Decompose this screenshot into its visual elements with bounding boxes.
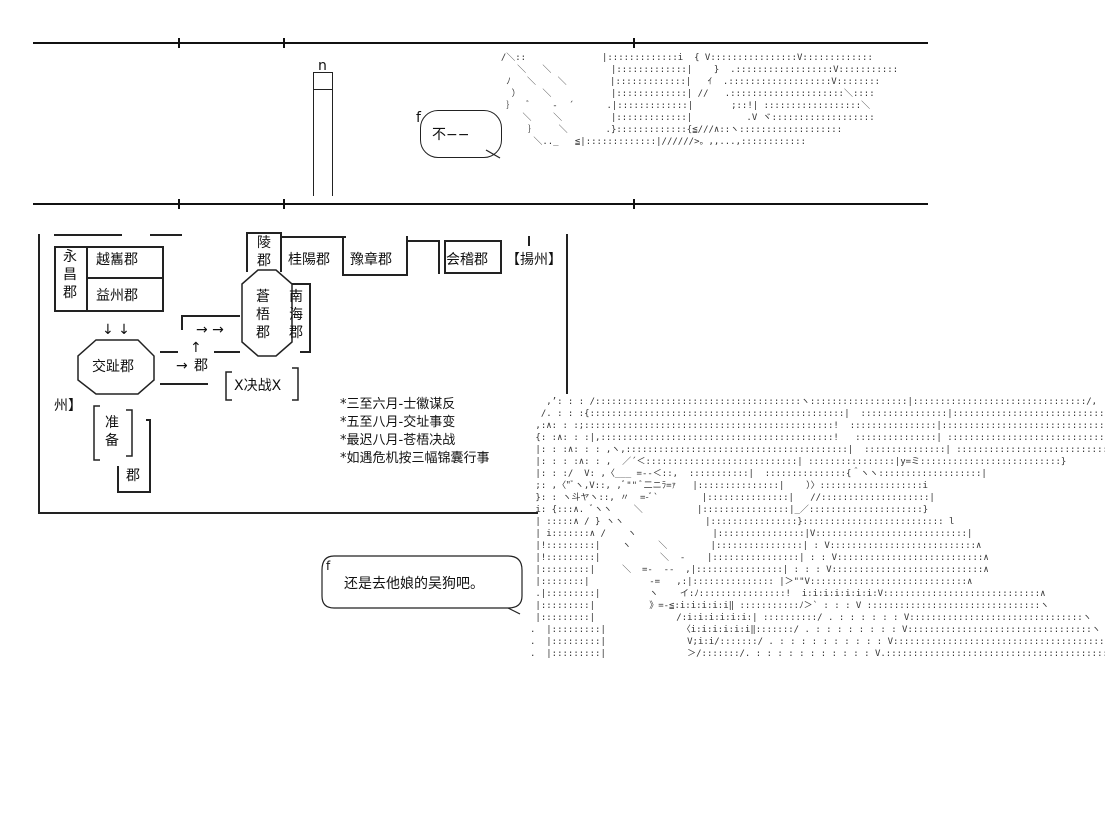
ling-label: 陵 郡	[257, 235, 271, 269]
bottom-bubble-prefix: f	[326, 559, 331, 573]
jiaozhi-label: 交趾郡	[92, 359, 134, 375]
map-right-border	[566, 234, 568, 394]
guiyang-label: 桂陽郡	[288, 252, 330, 268]
arrow-down-pair: ↓ ↓	[102, 322, 130, 338]
plan-notes: *三至六月-士徽谋反 *五至八月-交址事变 *最迟八月-苍梧决战 *如遇危机按三…	[340, 396, 490, 468]
top-speech-text: 不−−	[432, 127, 470, 143]
middle-divider-line	[33, 199, 928, 209]
yuesui-divider	[86, 277, 164, 279]
ling-block	[246, 232, 280, 272]
note-item: *最迟八月-苍梧决战	[340, 433, 456, 448]
kuaiji-block	[444, 240, 502, 274]
bottom-speech-text: 还是去他娘的吴狗吧。	[344, 576, 484, 592]
arrow-right: →	[176, 358, 188, 374]
note-item: *如遇危机按三幅锦囊行事	[340, 451, 490, 466]
pillar-cap	[313, 72, 333, 90]
note-item: *五至八月-交址事变	[340, 415, 456, 430]
cangwu-label: 蒼 梧 郡	[256, 289, 270, 341]
zhou-fragment-label: 州】	[54, 398, 82, 414]
arrow-right-pair: → →	[196, 322, 224, 338]
yongchang-label: 永 昌 郡	[63, 249, 77, 301]
yuesui-label: 越巂郡	[96, 252, 138, 268]
yizhou-label: 益州郡	[96, 288, 138, 304]
yongchang-yizhou-block	[54, 246, 164, 312]
top-speech-bubble	[420, 110, 502, 158]
yuzhang-block	[342, 236, 408, 276]
bottom-jun-label: 郡	[126, 468, 140, 484]
yuzhang-label: 豫章郡	[350, 252, 392, 268]
yangzhou-label: 【揚州】	[506, 252, 562, 268]
map-left-border	[38, 234, 40, 514]
note-item: *三至六月-士徽谋反	[340, 397, 456, 412]
figure-ascii-art: ,’: : : /:::::::::::::::::::::::::::::::…	[530, 397, 1105, 659]
small-jun-label: 郡	[194, 358, 208, 374]
zhunbei-label: 准 备	[105, 415, 119, 449]
pillar	[313, 72, 333, 196]
top-divider-line	[33, 38, 928, 48]
juezhan-label: Ⅹ决战Ⅹ	[234, 378, 282, 394]
top-bubble-prefix: f	[416, 110, 421, 126]
pillar-top-glyph: n	[318, 58, 327, 74]
map-bottom-border	[38, 512, 538, 514]
nanhai-label: 南 海 郡	[289, 289, 303, 341]
kuaiji-label: 会稽郡	[446, 252, 488, 268]
top-figure-art: /＼:: |:::::::::::::i { V::::::::::::::::…	[500, 53, 899, 147]
yongchang-divider	[86, 246, 88, 312]
arrow-up: ↑	[190, 340, 202, 356]
